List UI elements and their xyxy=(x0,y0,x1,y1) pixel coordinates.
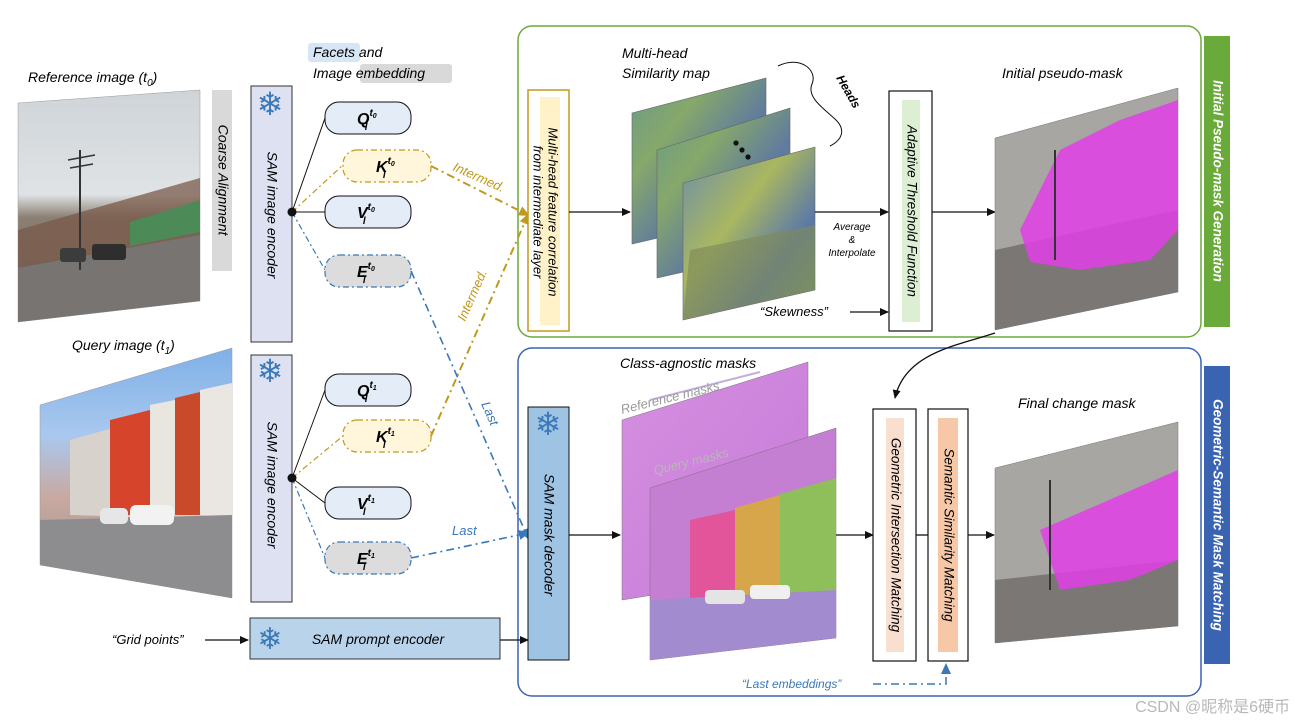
panel-pseudo-mask-generation xyxy=(517,25,1202,338)
reference-image-label: Reference image (t0) xyxy=(28,69,157,89)
multi-head-correlation-highlight xyxy=(540,97,560,325)
multi-head-title-2: Similarity map xyxy=(622,65,710,81)
facets-label: Facets and xyxy=(313,44,383,60)
image-embedding-label: Image embedding xyxy=(313,65,425,81)
sam-image-encoder-bottom-label: SAM image encoder xyxy=(264,422,280,550)
sam-mask-decoder xyxy=(527,406,570,661)
snowflake-icon: ❄ xyxy=(257,86,284,122)
geometric-matching-highlight xyxy=(886,418,904,652)
embedding-highlight xyxy=(360,64,452,83)
snowflake-icon: ❄ xyxy=(257,623,282,656)
intermed-arrow-bottom xyxy=(430,213,529,437)
sam-image-encoder-top-label: SAM image encoder xyxy=(264,152,280,280)
semantic-matching-highlight xyxy=(938,418,958,652)
last-embeddings-arrow xyxy=(873,663,951,685)
reference-image xyxy=(17,89,201,323)
multi-head-correlation-label-2: from intermediate layer xyxy=(531,146,546,280)
token-v-t0 xyxy=(324,195,412,229)
token-e-t1 xyxy=(324,541,412,575)
panel-mask-matching xyxy=(517,347,1202,697)
side-label-bottom: Geometric-Semantic Mask Matching xyxy=(1210,399,1225,632)
token-connectors-top xyxy=(287,117,344,271)
watermark: CSDN @昵称是6硬币 xyxy=(1135,698,1290,716)
grid-points-label: “Grid points” xyxy=(112,632,184,647)
heads-brace xyxy=(777,61,843,147)
query-image xyxy=(39,347,233,599)
coarse-alignment-bar xyxy=(212,90,232,271)
last-embeddings-label: “Last embeddings” xyxy=(742,677,842,691)
semantic-matching-label: Semantic Similarity Matching xyxy=(941,448,956,622)
side-label-bar-top xyxy=(1204,36,1230,327)
token-q-t1 xyxy=(324,373,412,407)
multi-head-correlation-label-1: Multi-head feature correlation xyxy=(546,127,561,296)
pseudo-to-geometric-arrow xyxy=(892,332,996,399)
average-label: Average xyxy=(832,222,871,233)
amp-label: & xyxy=(849,235,856,246)
final-change-mask-title: Final change mask xyxy=(1018,395,1137,411)
token-k-t1 xyxy=(342,419,432,453)
class-agnostic-title: Class-agnostic masks xyxy=(620,355,756,371)
side-label-top: Initial Pseudo-mask Generation xyxy=(1210,80,1225,282)
side-label-bar-bottom xyxy=(1204,366,1230,664)
snowflake-icon: ❄ xyxy=(257,353,284,389)
sam-prompt-encoder-label: SAM prompt encoder xyxy=(312,631,446,647)
sam-prompt-encoder xyxy=(249,617,501,660)
heads-label: Heads xyxy=(833,73,863,111)
intermed-arrow-top xyxy=(430,165,530,216)
interpolate-label: Interpolate xyxy=(828,248,876,259)
query-image-label: Query image (t1) xyxy=(72,337,175,357)
last-arrow-bottom xyxy=(410,529,530,559)
class-agnostic-masks-stack xyxy=(621,361,837,661)
adaptive-threshold-label: Adaptive Threshold Function xyxy=(904,124,919,297)
multi-head-title-1: Multi-head xyxy=(622,45,689,61)
token-k-t0 xyxy=(342,149,432,183)
facets-highlight xyxy=(308,43,360,62)
token-e-t0 xyxy=(324,254,412,288)
similarity-maps-stack xyxy=(631,77,816,321)
sam-mask-decoder-label: SAM mask decoder xyxy=(541,474,557,597)
initial-pseudo-mask-title: Initial pseudo-mask xyxy=(1002,65,1124,81)
snowflake-icon: ❄ xyxy=(535,406,562,442)
last-label-bottom: Last xyxy=(452,523,478,538)
token-q-t0 xyxy=(324,101,412,135)
final-change-mask-image xyxy=(994,421,1179,644)
skewness-label: “Skewness” xyxy=(760,304,829,319)
token-connectors-bottom xyxy=(287,389,344,559)
last-arrow-top xyxy=(410,270,529,540)
coarse-alignment-label: Coarse Alignment xyxy=(215,125,231,237)
last-label-top: Last xyxy=(478,399,502,429)
token-v-t1 xyxy=(324,486,412,520)
intermed-label-top: Intermed. xyxy=(451,159,507,195)
geometric-matching-label: Geometric Intersection Matching xyxy=(888,438,903,633)
adaptive-threshold-highlight xyxy=(902,100,920,322)
initial-pseudo-mask-image xyxy=(994,87,1179,331)
